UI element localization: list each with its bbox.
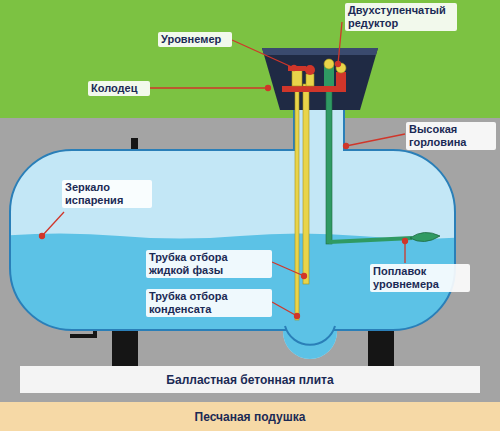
- tank-body: [0, 140, 480, 380]
- gauge-dial: [305, 65, 315, 75]
- neck-outline: [294, 106, 344, 151]
- valve: [306, 74, 314, 86]
- ballast-plate: Балластная бетонная плита: [20, 366, 480, 393]
- liquid-pipe: [303, 84, 309, 284]
- part-label: Двухступенчатый редуктор: [345, 3, 457, 31]
- gauge-rod: [326, 84, 332, 244]
- well: [262, 48, 378, 110]
- soil: [0, 118, 500, 402]
- part-label: Высокая горловина: [406, 122, 496, 150]
- regulator: [336, 72, 346, 86]
- sump: [285, 326, 335, 345]
- band-label: Песчаная подушка: [195, 410, 306, 424]
- part-label: Колодец: [88, 81, 150, 96]
- flange: [282, 86, 346, 92]
- float-arm: [329, 238, 412, 242]
- neck: [294, 106, 344, 152]
- sand-cushion: Песчаная подушка: [0, 402, 500, 431]
- part-label: Трубка отбора конденсата: [146, 289, 272, 317]
- part-label: Уровнемер: [158, 32, 232, 47]
- well-rim: [262, 48, 378, 55]
- part-label: Трубка отбора жидкой фазы: [146, 250, 272, 278]
- part-label: Зеркало испарения: [62, 180, 152, 208]
- tank-outline: [10, 150, 455, 330]
- leader-lines: [40, 22, 408, 319]
- level-dial: [324, 59, 334, 69]
- condensate-pipe: [295, 84, 299, 320]
- part-label: Поплавок уровнемера: [370, 264, 470, 292]
- band-label: Балластная бетонная плита: [166, 373, 333, 387]
- valve: [292, 70, 302, 86]
- float: [410, 232, 440, 241]
- grass: [0, 0, 500, 118]
